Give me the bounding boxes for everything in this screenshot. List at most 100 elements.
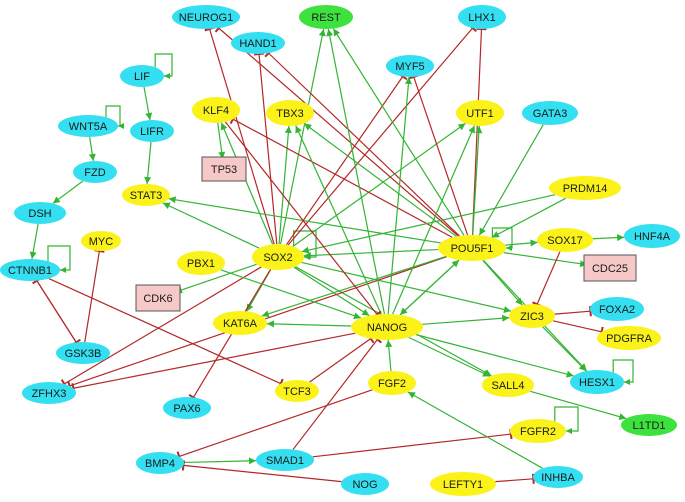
- node-klf4-label: KLF4: [203, 105, 229, 117]
- node-dsh[interactable]: DSH: [14, 202, 66, 224]
- node-ctnnb1[interactable]: CTNNB1: [0, 259, 60, 281]
- edge-pou5f1-to-stat3: [169, 199, 441, 243]
- edge-klf4-to-nanog: [225, 122, 377, 315]
- node-lifr[interactable]: LIFR: [130, 120, 174, 142]
- node-gsk3b-label: GSK3B: [65, 348, 102, 360]
- edge-lif-to-lif-arrowhead: [164, 73, 170, 79]
- node-fgf2[interactable]: FGF2: [368, 371, 416, 395]
- node-utf1[interactable]: UTF1: [456, 100, 504, 126]
- edge-sox17-to-hnf4a-arrowhead: [617, 234, 624, 241]
- node-tp53-label: TP53: [211, 164, 237, 176]
- node-kat6a[interactable]: KAT6A: [213, 311, 267, 335]
- edge-sox2-to-utf1: [293, 123, 466, 246]
- node-klf4[interactable]: KLF4: [192, 97, 240, 123]
- node-smad1-label: SMAD1: [266, 455, 304, 467]
- node-pdgfra-label: PDGFRA: [606, 333, 653, 345]
- node-nanog-label: NANOG: [367, 322, 407, 334]
- node-tp53[interactable]: TP53: [202, 157, 246, 181]
- node-sall4[interactable]: SALL4: [482, 373, 534, 397]
- edge-smad1-to-fgfr2: [313, 434, 511, 457]
- edge-dsh-to-ctnnb1-arrowhead: [30, 252, 37, 259]
- edge-bmp4-to-smad1-arrowhead: [249, 457, 256, 464]
- node-lifr-label: LIFR: [140, 126, 164, 138]
- node-tcf3-label: TCF3: [283, 386, 311, 398]
- node-hnf4a[interactable]: HNF4A: [624, 224, 680, 248]
- node-pdgfra[interactable]: PDGFRA: [597, 326, 661, 350]
- node-lhx1[interactable]: LHX1: [458, 5, 506, 29]
- node-pax6-label: PAX6: [173, 403, 200, 415]
- node-neurog1[interactable]: NEUROG1: [172, 5, 240, 29]
- edge-nanog-to-zic3: [422, 318, 509, 325]
- node-myf5[interactable]: MYF5: [386, 55, 434, 77]
- edge-fgfr2-to-fgfr2-arrowhead: [566, 428, 572, 434]
- node-inhba[interactable]: INHBA: [533, 466, 583, 488]
- node-pbx1[interactable]: PBX1: [177, 251, 225, 275]
- edge-pou5f1-to-utf1-arrowhead: [475, 126, 482, 133]
- edge-prdm14-to-sox2-arrowhead: [302, 247, 310, 254]
- node-lif[interactable]: LIF: [120, 65, 164, 87]
- node-lif-label: LIF: [134, 71, 150, 83]
- edge-nanog-to-hesx1: [416, 335, 574, 376]
- node-gsk3b[interactable]: GSK3B: [56, 342, 110, 364]
- node-wnt5a[interactable]: WNT5A: [58, 115, 118, 137]
- node-myc[interactable]: MYC: [81, 231, 121, 251]
- node-stat3[interactable]: STAT3: [122, 184, 170, 206]
- node-foxa2-label: FOXA2: [599, 304, 635, 316]
- node-lefty1[interactable]: LEFTY1: [430, 472, 496, 496]
- node-cdc25[interactable]: CDC25: [584, 255, 636, 281]
- node-lefty1-label: LEFTY1: [443, 479, 483, 491]
- node-nog-label: NOG: [352, 479, 377, 491]
- node-hand1[interactable]: HAND1: [231, 32, 285, 54]
- edge-zic3-to-pdgfra: [553, 321, 602, 332]
- node-dsh-label: DSH: [28, 208, 51, 220]
- node-stat3-label: STAT3: [130, 190, 163, 202]
- node-rest[interactable]: REST: [299, 5, 353, 29]
- node-tbx3-label: TBX3: [276, 108, 304, 120]
- edge-sall4-to-l1td1-arrowhead: [619, 413, 627, 420]
- node-prdm14[interactable]: PRDM14: [549, 176, 621, 200]
- edge-nanog-to-zic3-arrowhead: [502, 315, 509, 322]
- node-zfhx3[interactable]: ZFHX3: [22, 382, 76, 404]
- node-sox17[interactable]: SOX17: [537, 228, 593, 252]
- node-hesx1[interactable]: HESX1: [570, 370, 624, 394]
- node-tbx3[interactable]: TBX3: [266, 100, 314, 126]
- node-l1td1[interactable]: L1TD1: [621, 414, 677, 436]
- edge-pbx1-to-nanog-arrowhead: [353, 312, 361, 319]
- node-lhx1-label: LHX1: [468, 12, 496, 24]
- node-tcf3[interactable]: TCF3: [275, 380, 319, 402]
- node-fzd[interactable]: FZD: [73, 161, 117, 183]
- edge-pou5f1-to-rest-arrowhead: [333, 29, 340, 37]
- node-hesx1-label: HESX1: [579, 377, 615, 389]
- node-cdk6[interactable]: CDK6: [136, 285, 180, 311]
- node-fgfr2[interactable]: FGFR2: [510, 419, 566, 443]
- edge-nanog-to-kat6a-arrowhead: [267, 320, 274, 327]
- node-pax6[interactable]: PAX6: [163, 397, 211, 419]
- node-fgf2-label: FGF2: [378, 378, 406, 390]
- node-neurog1-label: NEUROG1: [179, 12, 233, 24]
- node-nog[interactable]: NOG: [341, 473, 389, 495]
- edge-pou5f1-to-pou5f1-arrowhead: [506, 245, 512, 251]
- node-ctnnb1-label: CTNNB1: [8, 265, 52, 277]
- node-sox2[interactable]: SOX2: [252, 244, 304, 270]
- node-hnf4a-label: HNF4A: [634, 231, 671, 243]
- node-bmp4[interactable]: BMP4: [136, 452, 184, 474]
- edge-nog-to-bmp4: [183, 465, 341, 481]
- node-myf5-label: MYF5: [395, 61, 424, 73]
- edge-gsk3b-to-ctnnb1: [37, 281, 76, 343]
- node-l1td1-label: L1TD1: [632, 420, 665, 432]
- node-myc-label: MYC: [89, 236, 114, 248]
- node-nanog[interactable]: NANOG: [351, 314, 423, 340]
- node-pou5f1[interactable]: POU5F1: [438, 235, 506, 261]
- node-gata3[interactable]: GATA3: [522, 101, 578, 125]
- edge-nanog-to-kat6a: [267, 324, 351, 326]
- node-foxa2[interactable]: FOXA2: [590, 297, 644, 321]
- node-zic3[interactable]: ZIC3: [509, 304, 555, 328]
- node-utf1-label: UTF1: [466, 108, 494, 120]
- edge-pou5f1-to-sox17-arrowhead: [530, 239, 537, 246]
- node-smad1[interactable]: SMAD1: [256, 449, 314, 471]
- node-cdk6-label: CDK6: [143, 293, 172, 305]
- edge-gata3-to-pou5f1: [479, 125, 543, 236]
- edge-lifr-to-stat3-arrowhead: [144, 177, 151, 184]
